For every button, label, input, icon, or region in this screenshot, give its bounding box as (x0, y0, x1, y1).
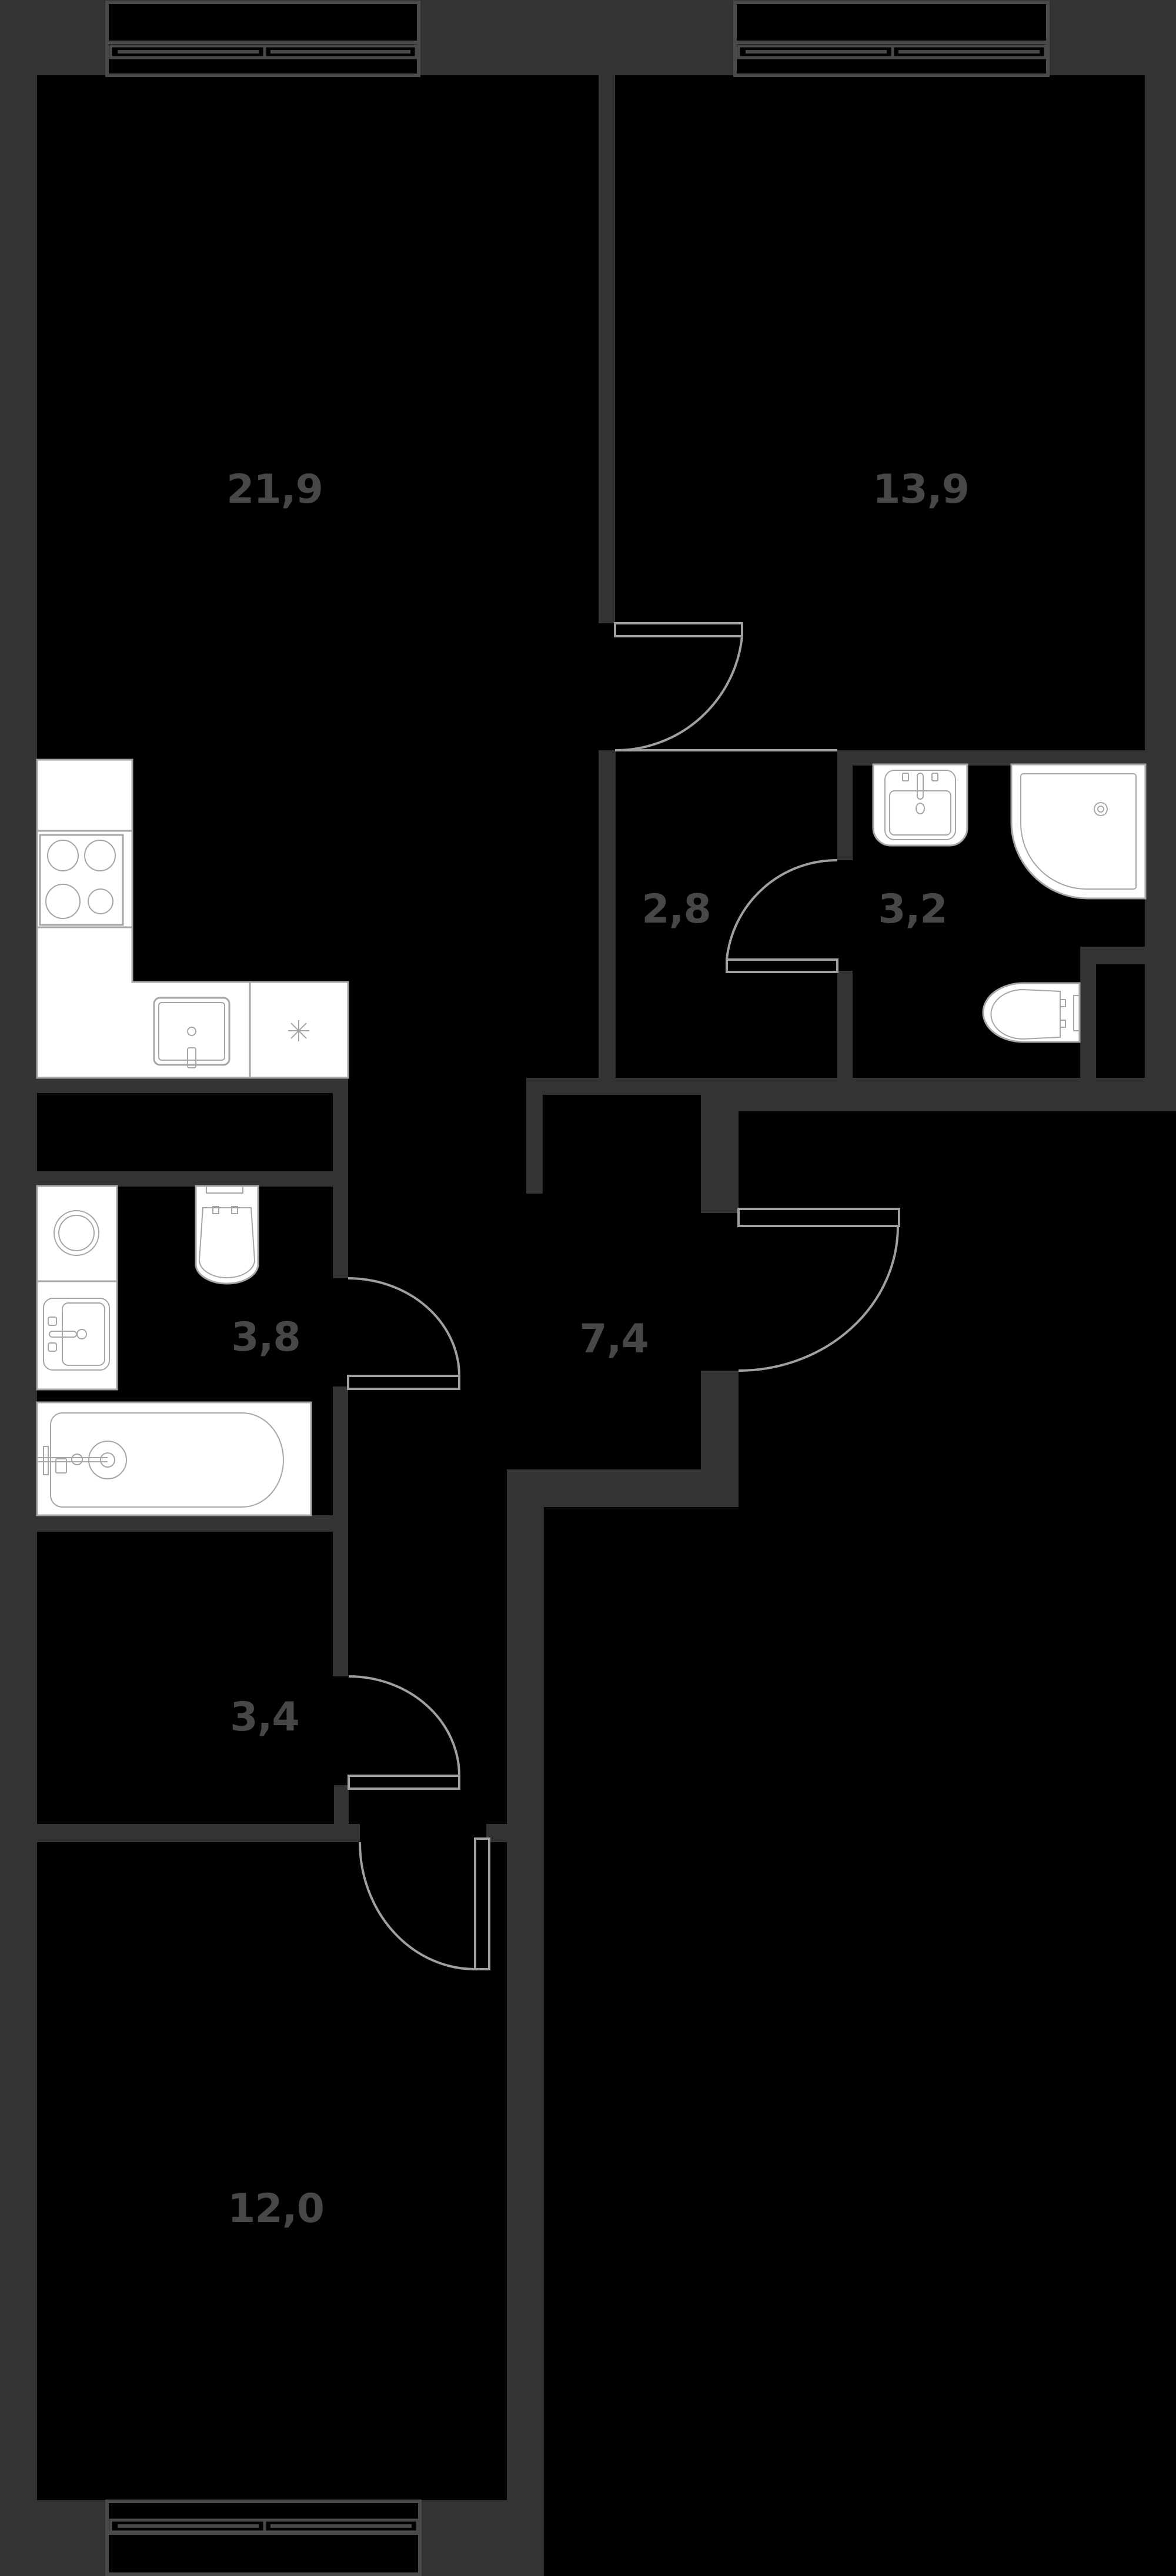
toilet-icon (195, 1185, 259, 1285)
kitchen-sink-icon (153, 997, 230, 1068)
wall-closet-bottom (37, 1171, 348, 1187)
wall-mid-horizontal-thick (701, 1078, 1176, 1111)
room-area-living-kitchen: 21,9 (226, 466, 323, 513)
room-area-bathroom-shower: 3,2 (878, 886, 947, 933)
window-bottom (105, 2500, 422, 2576)
wall-entrance-upper (701, 1095, 739, 1213)
washbasin-icon-2 (872, 763, 968, 847)
door-bathroom-shower[interactable] (726, 858, 838, 973)
window-top-left (105, 1, 420, 77)
room-area-hallway: 7,4 (579, 1316, 649, 1362)
bathtub-icon (36, 1401, 312, 1516)
shower-icon (1010, 763, 1147, 900)
wall-wardrobe-left (599, 750, 616, 1095)
fridge-icon (288, 1020, 309, 1041)
door-bathroom-tub[interactable] (347, 1277, 460, 1390)
wall-bath-left-lower (837, 971, 853, 1095)
wall-bedroom2-right (507, 1469, 544, 2576)
washing-machine-icon (36, 1185, 118, 1282)
wall-hall-stub (526, 1078, 543, 1194)
door-entrance[interactable] (737, 1208, 900, 1372)
wall-bath2-bottom (37, 1515, 348, 1532)
wall-shaft-left (1080, 947, 1096, 1095)
wall-right (1145, 0, 1176, 1111)
wall-left (0, 0, 37, 2576)
room-area-bathroom-tub: 3,8 (231, 1314, 300, 1361)
wall-bath-top (837, 750, 1145, 766)
kitchen-counter (36, 759, 349, 1079)
toilet-icon-2 (982, 982, 1081, 1043)
room-area-bedroom-1: 13,9 (873, 466, 970, 513)
door-bedroom-2[interactable] (359, 1837, 490, 1970)
wall-living-bedroom (599, 75, 615, 623)
room-area-bedroom-2: 12,0 (228, 2186, 325, 2232)
wall-bath-left-upper (837, 750, 853, 860)
wall-hall-bottom (507, 1469, 739, 1507)
room-area-wardrobe: 2,8 (642, 886, 711, 933)
door-storage[interactable] (348, 1675, 460, 1790)
door-bedroom-1[interactable] (614, 622, 837, 752)
wall-kitchen-bottom (37, 1078, 348, 1093)
wall-storage-bottom (37, 1824, 360, 1842)
hob-icon (39, 834, 124, 926)
room-area-storage: 3,4 (230, 1694, 299, 1740)
washbasin-icon (36, 1280, 118, 1391)
window-top-right (733, 1, 1050, 77)
